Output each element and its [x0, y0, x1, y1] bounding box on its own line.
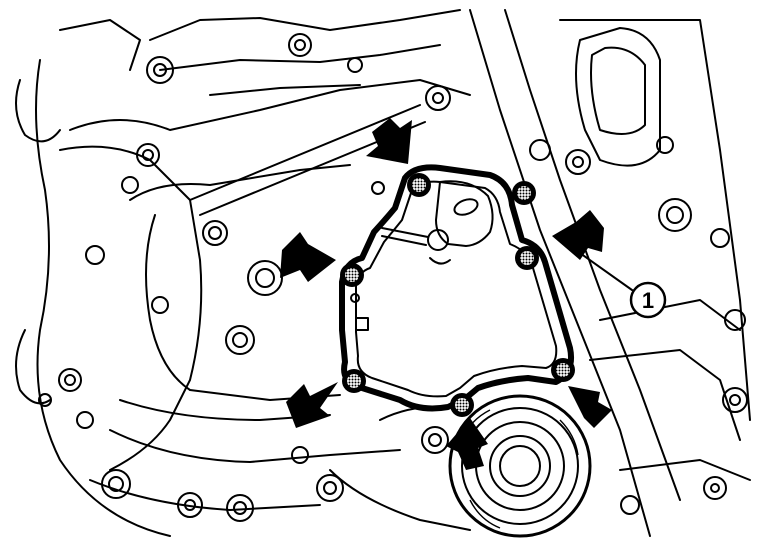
bolt	[101, 469, 131, 499]
bolt	[565, 149, 591, 175]
bolt	[291, 446, 309, 464]
cover-bolt	[407, 173, 431, 197]
arrow-up-icon	[446, 418, 488, 470]
bolt	[288, 33, 312, 57]
arrow-down-icon	[366, 118, 412, 164]
bolt	[146, 56, 174, 84]
bolt	[722, 387, 748, 413]
cover-bolt	[450, 393, 474, 417]
bolt	[703, 476, 727, 500]
bolt	[225, 325, 255, 355]
cover-bolt	[340, 263, 364, 287]
bolt	[202, 220, 228, 246]
bolt	[529, 139, 551, 161]
arrow-up-left-icon	[568, 386, 612, 428]
cover-bolt	[342, 369, 366, 393]
pointer-arrows	[280, 118, 612, 470]
bolt	[658, 198, 692, 232]
background-bolts	[38, 33, 748, 522]
arrow-left-icon	[552, 210, 604, 260]
bolt	[724, 309, 746, 331]
cover-plate	[339, 164, 574, 412]
bolt	[151, 296, 169, 314]
bolt	[620, 495, 640, 515]
callout-label: 1	[642, 288, 654, 313]
bolt	[421, 426, 449, 454]
bolt	[316, 474, 344, 502]
bolt	[247, 260, 283, 296]
bolt	[177, 492, 203, 518]
bolt	[656, 136, 674, 154]
callout-1: 1	[555, 235, 667, 319]
output-shaft-seal	[448, 394, 592, 538]
bolt	[710, 228, 730, 248]
arrow-up-right-icon	[286, 382, 338, 428]
engine-housing-lines	[15, 9, 751, 537]
cover-bolts	[340, 173, 575, 417]
bolt	[76, 411, 94, 429]
bolt	[136, 143, 160, 167]
bolt	[226, 494, 254, 522]
arrow-right-icon	[280, 232, 336, 282]
callout-circle	[629, 281, 667, 319]
bolt	[85, 245, 105, 265]
cover-bolt	[515, 246, 539, 270]
bolt	[121, 176, 139, 194]
cover-bolt	[512, 181, 536, 205]
bolt	[425, 85, 451, 111]
cover-bolt	[551, 358, 575, 382]
bolt	[58, 368, 82, 392]
bolt	[347, 57, 363, 73]
bolt	[38, 393, 52, 407]
bolt	[371, 181, 385, 195]
